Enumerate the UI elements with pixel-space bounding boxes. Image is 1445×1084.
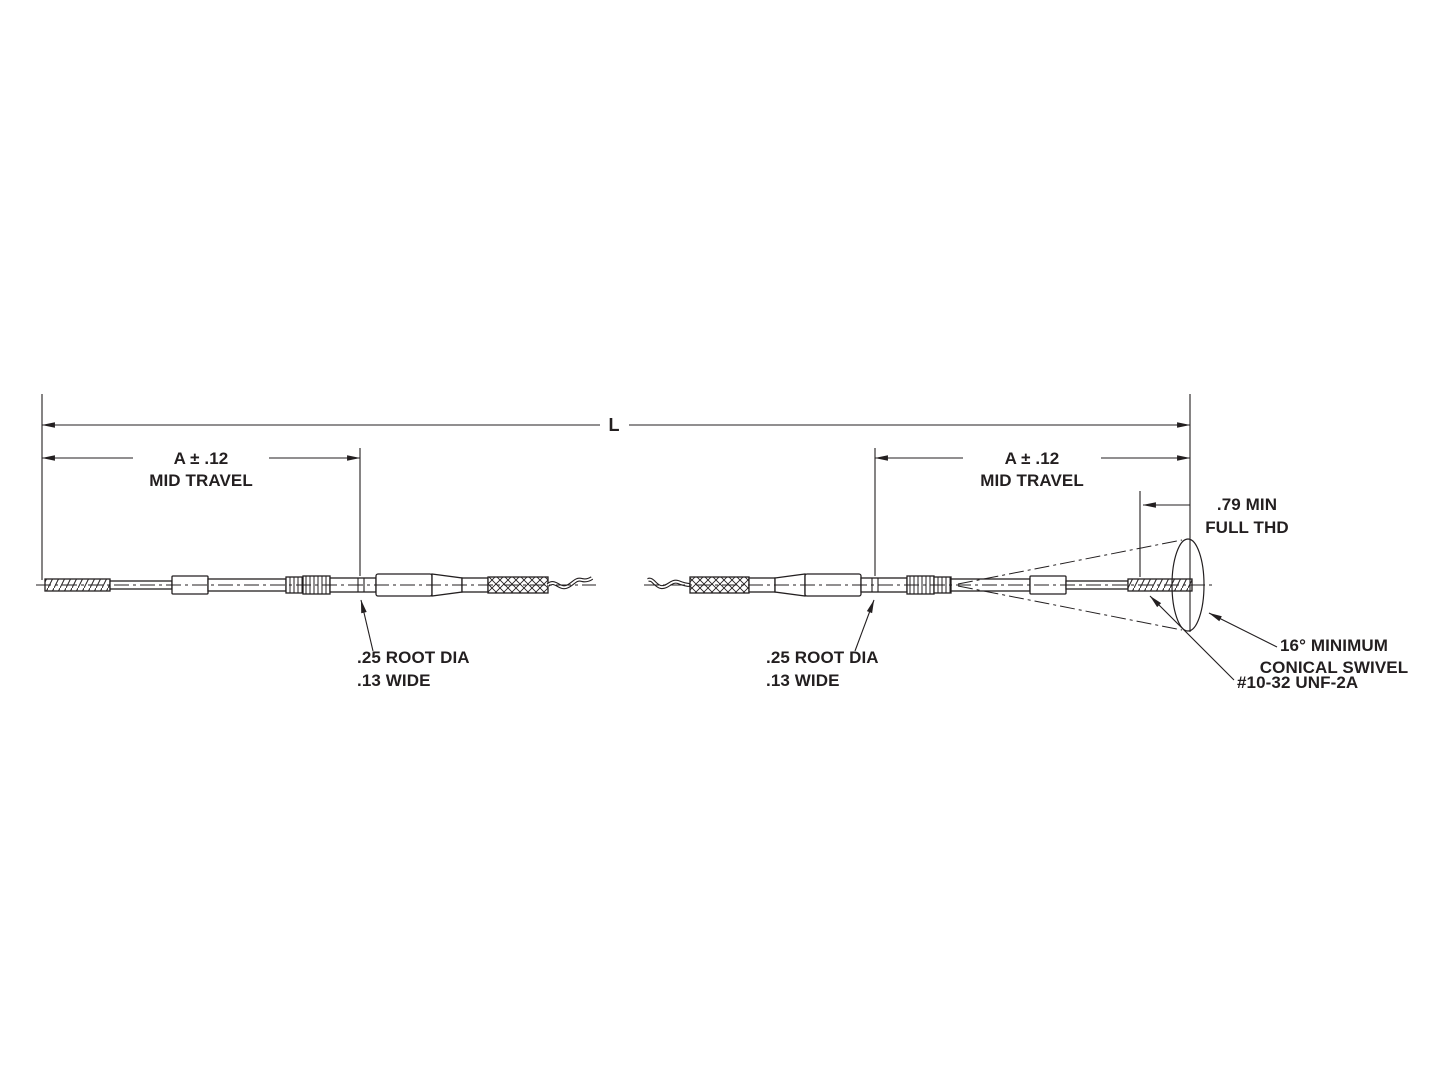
dimension-full-thread: .79 MIN FULL THD [1139, 491, 1289, 577]
mid-travel-left-caption: MID TRAVEL [149, 471, 253, 490]
cone-upper-line [957, 539, 1183, 585]
leader-conical-swivel [1208, 612, 1278, 648]
root-dia-left-line1: .25 ROOT DIA [357, 648, 470, 667]
swivel-ellipse [1171, 538, 1205, 632]
root-dia-right-line2: .13 WIDE [766, 671, 840, 690]
dimension-mid-travel-left: A ± .12 MID TRAVEL [41, 448, 361, 576]
root-dia-right-line1: .25 ROOT DIA [766, 648, 879, 667]
callout-root-dia-right: .25 ROOT DIA .13 WIDE [766, 599, 879, 690]
conical-swivel-cone [957, 538, 1205, 632]
leader-root-dia-right [854, 599, 875, 652]
dimension-mid-travel-right: A ± .12 MID TRAVEL [874, 448, 1191, 576]
leader-thread-spec [1149, 595, 1235, 681]
cable-tail-right-inner [647, 578, 691, 588]
root-dia-left-line2: .13 WIDE [357, 671, 431, 690]
dimension-overall-length: L [41, 394, 1191, 632]
taper-right [774, 573, 806, 597]
conical-swivel-line1: 16° MINIMUM [1280, 636, 1388, 655]
mid-travel-left-dimension: A ± .12 [174, 449, 229, 468]
full-thread-caption: FULL THD [1205, 518, 1289, 537]
conical-swivel-line2: CONICAL SWIVEL [1260, 658, 1408, 677]
thread-spec-label: #10-32 UNF-2A [1237, 673, 1358, 692]
cone-lower-line [957, 585, 1183, 631]
callout-conical-swivel: 16° MINIMUM CONICAL SWIVEL [1208, 612, 1408, 677]
mid-travel-right-caption: MID TRAVEL [980, 471, 1084, 490]
full-thread-value: .79 MIN [1217, 495, 1277, 514]
callout-thread-spec: #10-32 UNF-2A [1149, 595, 1358, 692]
callout-root-dia-left: .25 ROOT DIA .13 WIDE [357, 599, 470, 690]
cable-assembly-right [644, 573, 1216, 597]
cable-assembly-left [36, 573, 596, 597]
overall-length-label: L [609, 415, 620, 435]
leader-root-dia-left [360, 599, 374, 652]
mid-travel-right-dimension: A ± .12 [1005, 449, 1060, 468]
